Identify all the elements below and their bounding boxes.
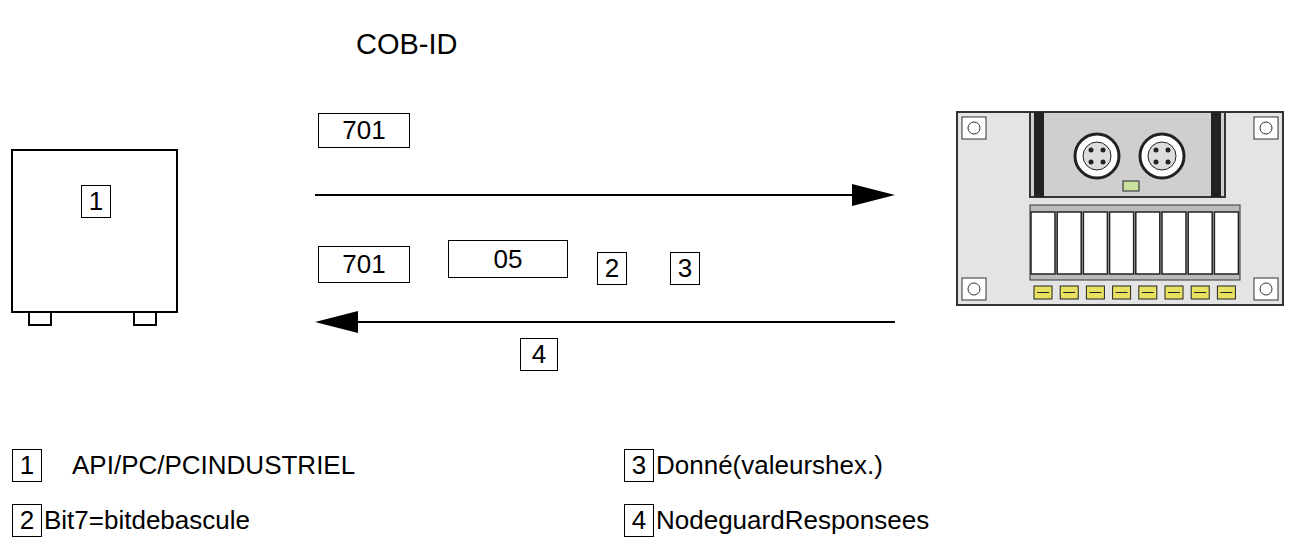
- arrow-head: [315, 311, 358, 333]
- valve: [1083, 212, 1107, 274]
- callout-box: 701: [318, 246, 410, 283]
- connector-pin: [1154, 160, 1159, 165]
- box-text: 701: [342, 250, 385, 279]
- manual-override: [1060, 286, 1078, 299]
- valve: [1214, 212, 1238, 274]
- valve: [1136, 212, 1160, 274]
- connector-pin: [1089, 160, 1094, 165]
- valve: [1110, 212, 1134, 274]
- box-text: 3: [632, 451, 646, 480]
- override-slot: [1063, 292, 1075, 293]
- callout-box: 1: [81, 185, 111, 218]
- valve-terminal: [957, 112, 1283, 305]
- manual-override: [1139, 286, 1157, 299]
- box-text: 3: [678, 254, 692, 283]
- callout-box: 2: [12, 504, 42, 537]
- box-text: 1: [89, 187, 103, 216]
- override-slot: [1089, 292, 1101, 293]
- valve: [1188, 212, 1212, 274]
- callout-box: 1: [12, 449, 42, 482]
- manual-override: [1086, 286, 1104, 299]
- valve: [1057, 212, 1081, 274]
- connector-pin: [1101, 160, 1106, 165]
- box-text: 701: [342, 116, 385, 145]
- manual-override: [1217, 286, 1235, 299]
- connector-pin: [1154, 148, 1159, 153]
- override-slot: [1037, 292, 1049, 293]
- override-slot: [1194, 292, 1206, 293]
- box-text: 2: [20, 506, 34, 535]
- override-slot: [1142, 292, 1154, 293]
- box-text: 05: [494, 245, 523, 274]
- diagram-title: COB-ID: [356, 28, 458, 61]
- legend-text: Donné(valeurshex.): [656, 451, 883, 480]
- callout-box: 2: [597, 252, 627, 285]
- override-slot: [1168, 292, 1180, 293]
- legend-text: NodeguardResponsees: [656, 506, 929, 535]
- callout-box: 3: [670, 252, 700, 285]
- callout-box: 3: [624, 449, 654, 482]
- connector-pin: [1166, 160, 1171, 165]
- manual-override: [1165, 286, 1183, 299]
- connector-pin: [1166, 148, 1171, 153]
- connector-pin: [1101, 148, 1106, 153]
- override-slot: [1220, 292, 1232, 293]
- legend-text: API/PC/PCINDUSTRIEL: [72, 451, 355, 480]
- plc-foot: [134, 312, 156, 325]
- plc-housing: [12, 150, 177, 312]
- request-arrow: [315, 194, 860, 196]
- manual-override: [1113, 286, 1131, 299]
- box-text: 4: [532, 340, 546, 369]
- plc-foot: [29, 312, 51, 325]
- override-slot: [1116, 292, 1128, 293]
- arrow-head: [852, 184, 895, 206]
- valve: [1031, 212, 1055, 274]
- valve: [1162, 212, 1186, 274]
- legend-text: Bit7=bitdebascule: [44, 506, 250, 535]
- connector-pin: [1089, 148, 1094, 153]
- callout-box: 701: [318, 113, 410, 148]
- callout-box: 4: [624, 504, 654, 537]
- callout-box: 4: [520, 338, 558, 371]
- callout-box: 05: [448, 240, 568, 278]
- box-text: 1: [20, 451, 34, 480]
- box-text: 2: [605, 254, 619, 283]
- response-arrow: [350, 321, 895, 323]
- manual-override: [1191, 286, 1209, 299]
- box-text: 4: [632, 506, 646, 535]
- manual-override: [1034, 286, 1052, 299]
